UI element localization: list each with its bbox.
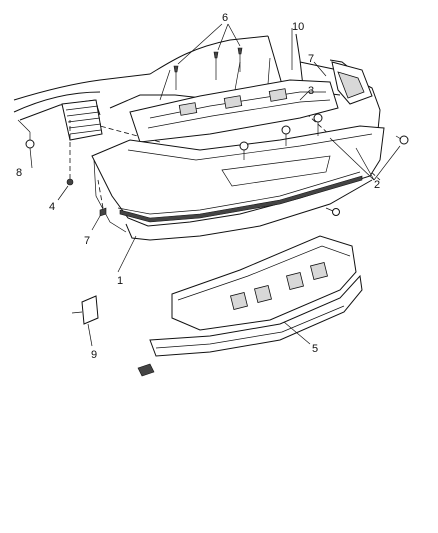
push-pin-fastener — [237, 47, 243, 72]
callout-4: 4 — [49, 201, 55, 213]
callout-1: 1 — [117, 275, 123, 287]
screw-fastener — [325, 207, 340, 216]
callout-7-upper: 7 — [308, 53, 314, 65]
callout-5: 5 — [312, 343, 318, 355]
left-tail-lamp — [61, 99, 103, 141]
callout-6: 6 — [222, 12, 228, 24]
clip-fastener — [313, 113, 323, 136]
clip-fastener — [97, 179, 107, 217]
clip-fastener — [239, 141, 249, 160]
push-pin-fastener — [173, 65, 179, 90]
tow-hook-cover — [71, 295, 99, 325]
callout-10: 10 — [292, 21, 304, 33]
energy-absorber-upper — [129, 57, 339, 143]
fasteners — [17, 47, 409, 217]
rear-fascia — [91, 125, 385, 241]
lower-reinforcement — [137, 235, 363, 377]
screw-fastener — [395, 135, 409, 145]
callout-7-lower: 7 — [84, 235, 90, 247]
callout-8: 8 — [16, 167, 22, 179]
callout-2: 2 — [374, 179, 380, 191]
callout-9: 9 — [91, 349, 97, 361]
screw-fastener — [17, 119, 35, 149]
right-tail-lamp — [331, 61, 373, 105]
leader-lines — [29, 23, 401, 347]
push-pin-fastener — [213, 51, 219, 80]
clip-fastener — [281, 125, 291, 146]
nut-fastener — [66, 120, 74, 186]
callout-numbers: 1 2 3 4 5 6 7 7 8 9 10 — [16, 12, 380, 361]
callout-3: 3 — [308, 85, 314, 97]
